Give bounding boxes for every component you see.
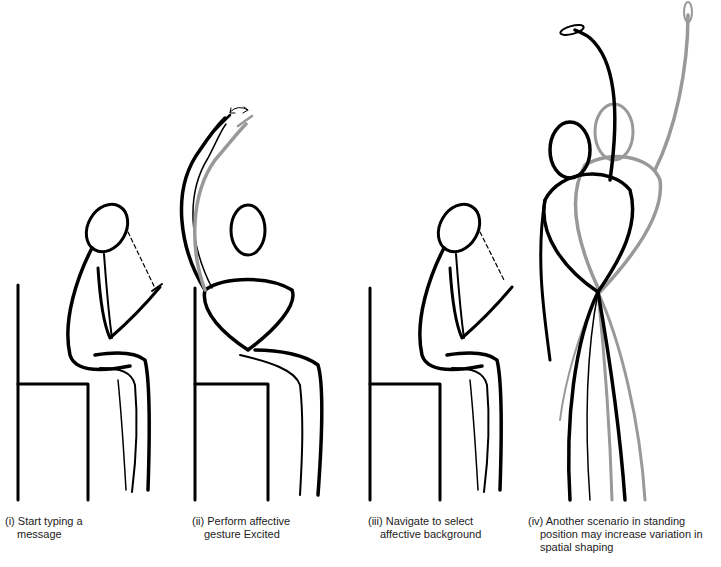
seated-typing-figure: [18, 197, 162, 500]
caption-label: (i) Start typing a message: [5, 515, 97, 541]
seated-gesture-figure: [181, 107, 321, 500]
caption-label: (iii) Navigate to select affective backg…: [368, 515, 514, 541]
seated-navigating-figure: [370, 197, 512, 500]
caption-label: (ii) Perform affective gesture Excited: [192, 515, 322, 541]
caption-label: (iv) Another scenario in standing positi…: [528, 515, 716, 554]
standing-figures: [541, 2, 692, 500]
